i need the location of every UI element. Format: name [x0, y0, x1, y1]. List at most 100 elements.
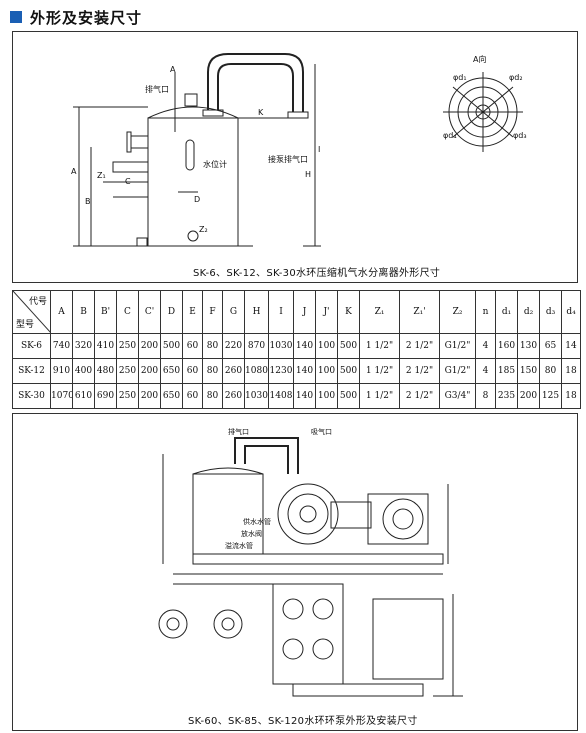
table-cell: 200 — [517, 383, 540, 409]
table-cell: 130 — [517, 333, 540, 359]
table-cell: 400 — [72, 358, 95, 384]
table-row: SK-12 910 400 480 250 200 650 60 80 260 … — [12, 358, 581, 384]
label-h: H — [305, 170, 311, 179]
tank-top — [147, 106, 239, 119]
table-cell: 100 — [315, 333, 338, 359]
col-header: Z₁' — [399, 290, 440, 334]
corner-cell: 代号 型号 — [12, 290, 51, 334]
label-i: I — [318, 145, 320, 154]
model-cell: SK-30 — [12, 383, 51, 409]
table-cell: 910 — [50, 358, 73, 384]
table-cell: 410 — [94, 333, 117, 359]
table-cell: 250 — [116, 358, 139, 384]
label-k: K — [258, 108, 264, 117]
col-header: d₃ — [539, 290, 562, 334]
col-header: d₁ — [495, 290, 518, 334]
table-cell: 4 — [475, 358, 496, 384]
table-cell: 185 — [495, 358, 518, 384]
label-supply: 供水水管 — [243, 517, 271, 526]
table-cell: 1 1/2" — [359, 383, 400, 409]
table-cell: 60 — [182, 333, 203, 359]
col-header: E — [182, 290, 203, 334]
table-header-row: 代号 型号 A B B' C C' D E F G H I J J' K Z₁ … — [12, 290, 581, 334]
label-drain: 放水阀 — [241, 529, 262, 538]
table-cell: 200 — [138, 358, 161, 384]
table-cell: 870 — [244, 333, 269, 359]
table-cell: 160 — [495, 333, 518, 359]
table-cell: 480 — [94, 358, 117, 384]
col-header: d₄ — [561, 290, 581, 334]
label-d2: φd₂ — [509, 73, 523, 82]
col-header: A — [50, 290, 73, 334]
table-cell: 1408 — [268, 383, 294, 409]
label-a-direction: A向 — [473, 54, 486, 64]
label-exhaust: 排气口 — [145, 84, 169, 94]
figure1-caption: SK-6、SK-12、SK-30水环压缩机气水分离器外形尺寸 — [193, 268, 441, 279]
table-cell: 150 — [517, 358, 540, 384]
table-cell: 320 — [72, 333, 95, 359]
col-header: Z₂ — [439, 290, 476, 334]
table-cell: 610 — [72, 383, 95, 409]
label-d3: φd₃ — [513, 131, 527, 140]
label-d: D — [194, 195, 200, 204]
label-intake: 吸气口 — [311, 427, 332, 436]
section-header: 外形及安装尺寸 — [10, 6, 142, 28]
table-cell: 260 — [222, 383, 245, 409]
col-header: B — [72, 290, 95, 334]
table-cell: 14 — [561, 333, 581, 359]
table-cell: 1070 — [50, 383, 73, 409]
label-d1: φd₁ — [453, 73, 467, 82]
table-cell: 690 — [94, 383, 117, 409]
table-cell: 2 1/2" — [399, 383, 440, 409]
label-c: C — [125, 177, 131, 186]
table-cell: 100 — [315, 358, 338, 384]
table-cell: 2 1/2" — [399, 358, 440, 384]
col-header: Z₁ — [359, 290, 400, 334]
table-cell: 260 — [222, 358, 245, 384]
table-cell: 80 — [202, 358, 223, 384]
table-cell: 650 — [160, 358, 183, 384]
label-pump-exhaust: 接泵排气口 — [268, 154, 308, 164]
model-cell: SK-6 — [12, 333, 51, 359]
col-header: C' — [138, 290, 161, 334]
table-cell: G1/2" — [439, 333, 476, 359]
table-cell: 500 — [337, 358, 360, 384]
table-cell: 80 — [539, 358, 562, 384]
table-cell: 4 — [475, 333, 496, 359]
label-z2: Z₂ — [199, 225, 208, 234]
label-level-gauge: 水位计 — [203, 159, 227, 169]
table-cell: 235 — [495, 383, 518, 409]
label-exhaust: 排气口 — [228, 427, 249, 436]
separator-drawing-panel: A K I H A B C D Z₁ Z₂ 排气口 水位计 接泵排气口 A向 φ… — [12, 31, 578, 283]
table-cell: G3/4" — [439, 383, 476, 409]
table-cell: 60 — [182, 358, 203, 384]
col-header: I — [268, 290, 294, 334]
corner-code: 代号 — [28, 297, 47, 307]
table-cell: 1030 — [244, 383, 269, 409]
col-header: H — [244, 290, 269, 334]
table-cell: 250 — [116, 333, 139, 359]
header-title: 外形及安装尺寸 — [30, 8, 143, 27]
col-header: G — [222, 290, 245, 334]
table-cell: 140 — [293, 383, 316, 409]
col-header: n — [475, 290, 496, 334]
col-header: B' — [94, 290, 117, 334]
col-header: J' — [315, 290, 338, 334]
figure2-caption: SK-60、SK-85、SK-120水环环泵外形及安装尺寸 — [188, 716, 418, 727]
table-cell: 500 — [337, 333, 360, 359]
table-cell: 60 — [182, 383, 203, 409]
tank-body — [147, 117, 239, 247]
model-cell: SK-12 — [12, 358, 51, 384]
table-cell: 1230 — [268, 358, 294, 384]
table-cell: 1 1/2" — [359, 358, 400, 384]
table-cell: 1030 — [268, 333, 294, 359]
separator-drawing: A K I H A B C D Z₁ Z₂ 排气口 水位计 接泵排气口 A向 φ… — [71, 53, 527, 247]
table-cell: 200 — [138, 383, 161, 409]
table-cell: 65 — [539, 333, 562, 359]
label-d4: φd₄ — [443, 131, 457, 140]
label-b: B — [85, 197, 91, 206]
corner-model: 型号 — [16, 320, 35, 330]
table-cell: 2 1/2" — [399, 333, 440, 359]
pump-drawing: 排气口 吸气口 供水水管 放水阀 溢流水管 — [158, 427, 463, 697]
table-cell: 100 — [315, 383, 338, 409]
